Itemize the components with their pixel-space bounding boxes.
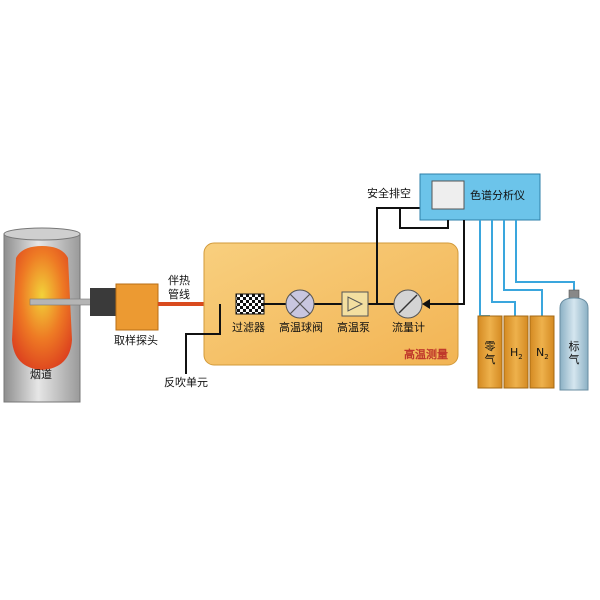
return-line xyxy=(424,220,465,305)
probe-head xyxy=(115,283,159,331)
backflush-line xyxy=(185,304,221,374)
return-arrow xyxy=(422,299,430,309)
h2-cylinder xyxy=(503,315,529,389)
pump-symbol xyxy=(341,291,369,317)
ball-valve-symbol xyxy=(285,289,315,319)
analyzer-loop-line xyxy=(399,208,449,229)
standard-gas-cylinder xyxy=(559,289,589,391)
filter-symbol xyxy=(235,293,265,315)
analyzer-screen xyxy=(431,180,465,210)
zero-gas-cylinder xyxy=(477,315,503,389)
vent-line xyxy=(376,207,420,304)
probe-flange xyxy=(90,288,116,316)
probe-rod xyxy=(29,298,93,306)
flue-chimney xyxy=(3,227,81,403)
n2-cylinder xyxy=(529,315,555,389)
flame xyxy=(12,246,72,370)
flowmeter-symbol xyxy=(393,289,423,319)
gas-supply-lines xyxy=(479,220,575,317)
